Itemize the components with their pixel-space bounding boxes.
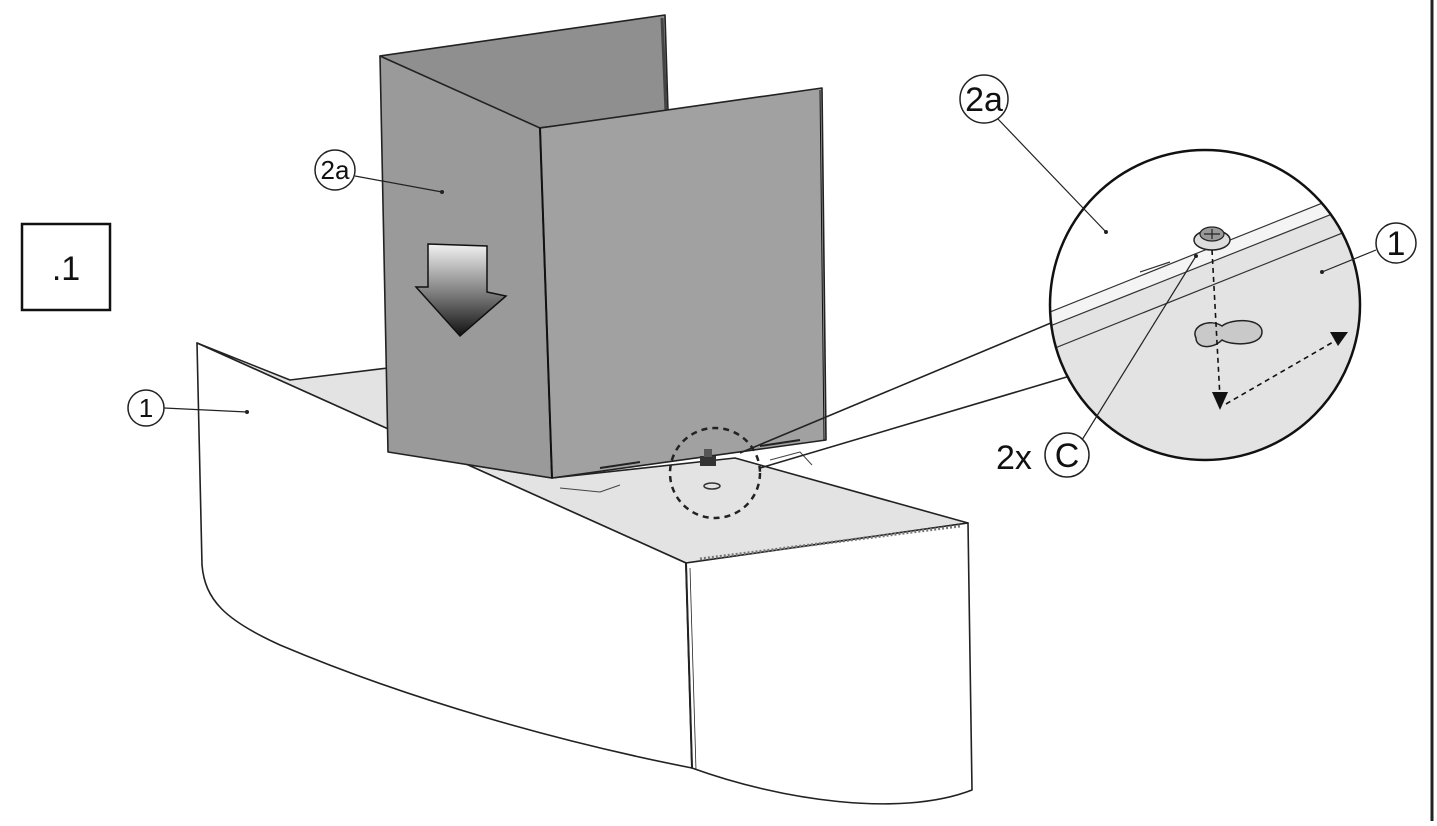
screw-icon: [1193, 226, 1231, 251]
callout-hood-zoom: 1: [1320, 222, 1417, 274]
hood-body: [196, 342, 973, 805]
callout-hood-main-label: 1: [139, 393, 153, 423]
callout-duct-zoom-label: 2a: [965, 81, 1003, 119]
callout-hood-main: 1: [127, 389, 249, 427]
hood-front-left: [196, 342, 693, 769]
motion-arrows: [1211, 249, 1341, 405]
zoom-leader-lines: [739, 319, 1071, 469]
callout-hood-zoom-label: 1: [1387, 225, 1406, 263]
callout-duct-zoom: 2a: [959, 74, 1108, 234]
callout-screw-ref: C: [1055, 437, 1080, 475]
step-box: .1: [20, 222, 112, 312]
duct-right-face: [539, 87, 827, 479]
callout-screw: 2x C: [996, 254, 1198, 478]
step-label: .1: [52, 250, 80, 288]
down-arrow-icon: [414, 243, 508, 338]
hood-front-right: [685, 522, 973, 805]
callout-screw-qty: 2x: [996, 439, 1032, 477]
keyhole-slot: [1194, 319, 1263, 348]
zoom-detail: [1048, 148, 1362, 462]
callout-duct-main-label: 2a: [321, 155, 350, 185]
callout-duct-main: 2a: [314, 149, 444, 194]
detail-marker-circle: [668, 426, 762, 520]
screw-detail-main: [700, 449, 721, 490]
